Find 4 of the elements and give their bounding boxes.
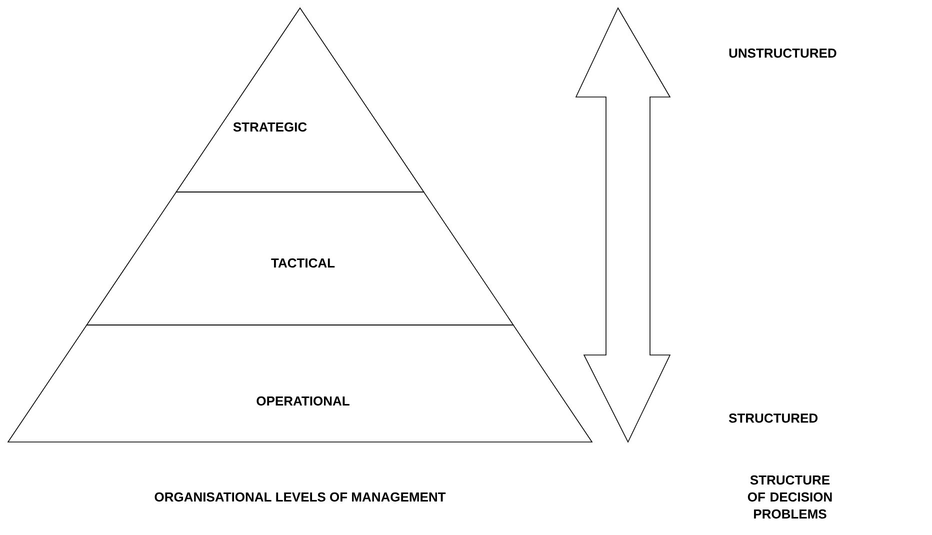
label: STRUCTURED <box>728 414 818 423</box>
label: UNSTRUCTURED <box>729 48 836 58</box>
label: ORGANISATIONAL LEVELS OF MANAGEMENT <box>154 492 446 502</box>
label: STRUCTURE OF DECISION PROBLEMS <box>748 475 832 519</box>
